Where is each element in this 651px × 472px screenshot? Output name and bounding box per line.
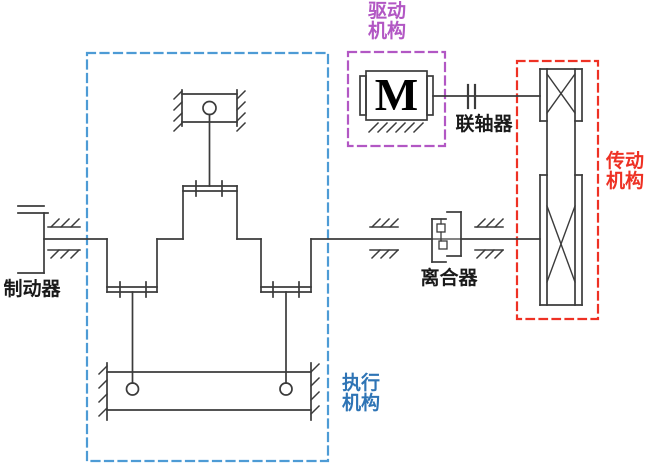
connecting-rods [125,291,293,396]
transmission-box-outline [515,59,600,321]
pulley-cross-marks [546,73,576,283]
clutch-label: 离合器 [420,268,478,289]
transmission-mechanism-label-line2: 机构 [605,171,644,192]
piston-guide-hatching [172,89,247,133]
brake-symbol [17,205,49,274]
bearing-left [47,217,81,260]
crankshaft [106,180,312,298]
transmission-mechanism-label: 传动 机构 [601,152,649,192]
brake-label: 制动器 [3,279,61,300]
drive-mechanism-label-line2: 机构 [367,21,406,42]
motor-ground-hatching [367,121,425,134]
piston-slider [172,89,247,187]
coupling-symbol [466,83,477,110]
slider-beam [97,362,321,421]
coupling-label: 联轴器 [455,114,513,135]
actuator-mechanism-label-line1: 执行 [341,373,380,394]
clutch-bearings [369,217,505,260]
actuator-mechanism-label-line2: 机构 [341,393,380,414]
actuator-mechanism-label: 执行 机构 [341,374,381,414]
transmission-mechanism-label-line1: 传动 [605,151,644,172]
clutch-symbol [431,211,462,263]
motor-symbol [359,70,541,134]
beam-guide-hatching [97,362,321,418]
motor-letter: M [374,68,419,120]
drive-box-outline [346,50,447,148]
belt-drive [539,68,583,306]
drive-mechanism-label-line1: 驱动 [367,1,406,22]
actuator-box-outline [85,51,330,463]
drive-mechanism-label: 驱动 机构 [350,2,424,42]
